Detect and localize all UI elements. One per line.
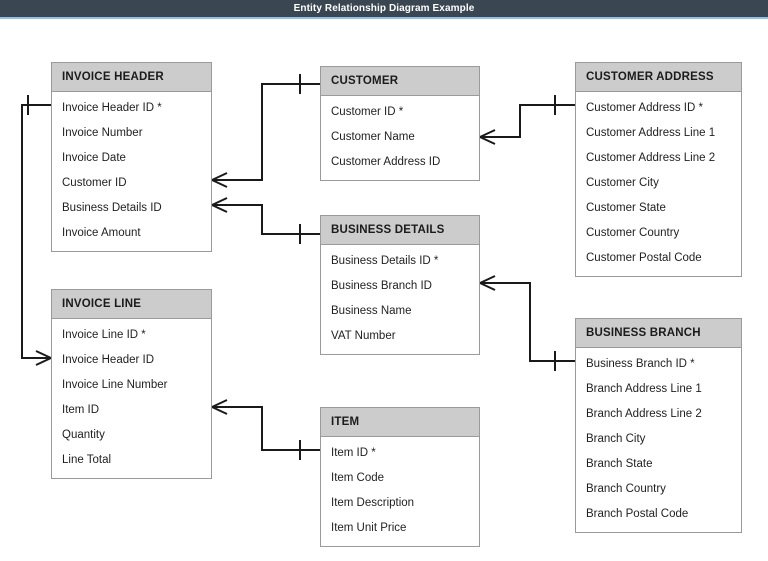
entity-attribute: Branch Country [586, 483, 666, 495]
entity-invoice-header[interactable]: INVOICE HEADER Invoice Header ID * Invoi… [51, 62, 212, 252]
entity-attribute: Customer Country [586, 227, 680, 239]
connector-header-to-business-details [211, 197, 320, 244]
entity-attribute: VAT Number [331, 330, 396, 342]
entity-attribute: Customer City [586, 177, 659, 189]
entity-title: CUSTOMER ADDRESS [576, 63, 741, 92]
entity-attribute: Customer Address Line 1 [586, 127, 716, 139]
entity-attribute: Invoice Line Number [62, 379, 168, 391]
entity-attribute: Business Branch ID [331, 280, 432, 292]
diagram-canvas: INVOICE HEADER Invoice Header ID * Invoi… [0, 21, 768, 561]
connector-customer-to-address [479, 95, 575, 145]
entity-attribute-list: Business Details ID * Business Branch ID… [321, 245, 479, 354]
entity-attribute: Invoice Date [62, 152, 126, 164]
entity-attribute: Customer State [586, 202, 666, 214]
entity-attribute: Invoice Line ID * [62, 329, 146, 341]
entity-attribute: Branch Address Line 1 [586, 383, 702, 395]
entity-attribute: Customer Postal Code [586, 252, 702, 264]
entity-customer-address[interactable]: CUSTOMER ADDRESS Customer Address ID * C… [575, 62, 742, 277]
connector-business-details-to-branch [479, 275, 575, 371]
connector-header-to-line [21, 95, 52, 366]
entity-title: INVOICE LINE [52, 290, 211, 319]
entity-attribute: Business Name [331, 305, 412, 317]
entity-attribute: Customer Name [331, 131, 415, 143]
entity-attribute: Invoice Amount [62, 227, 141, 239]
entity-attribute: Line Total [62, 454, 112, 466]
entity-attribute: Customer Address ID * [586, 102, 703, 114]
entity-title: BUSINESS DETAILS [321, 216, 479, 245]
entity-attribute-list: Customer Address ID * Customer Address L… [576, 92, 741, 276]
page-title: Entity Relationship Diagram Example [293, 3, 475, 14]
window-titlebar: Entity Relationship Diagram Example [0, 0, 768, 19]
entity-attribute-list: Item ID * Item Code Item Description Ite… [321, 437, 479, 546]
entity-attribute: Customer ID [62, 177, 127, 189]
entity-attribute-list: Customer ID * Customer Name Customer Add… [321, 96, 479, 180]
entity-attribute: Invoice Header ID [62, 354, 155, 366]
connector-header-to-customer [211, 74, 320, 188]
entity-title: BUSINESS BRANCH [576, 319, 741, 348]
entity-business-branch[interactable]: BUSINESS BRANCH Business Branch ID * Bra… [575, 318, 742, 533]
entity-attribute: Branch State [586, 458, 653, 470]
entity-attribute: Business Branch ID * [586, 358, 695, 370]
entity-attribute: Item ID * [331, 447, 376, 459]
entity-attribute: Quantity [62, 429, 105, 441]
entity-attribute: Item Code [331, 472, 385, 484]
entity-title: CUSTOMER [321, 67, 479, 96]
entity-attribute: Branch City [586, 433, 646, 445]
entity-attribute: Business Details ID [62, 202, 162, 214]
entity-attribute-list: Invoice Header ID * Invoice Number Invoi… [52, 92, 211, 251]
entity-attribute-list: Business Branch ID * Branch Address Line… [576, 348, 741, 532]
entity-attribute: Branch Postal Code [586, 508, 689, 520]
entity-title: INVOICE HEADER [52, 63, 211, 92]
entity-attribute: Customer Address Line 2 [586, 152, 716, 164]
entity-attribute: Item Description [331, 497, 415, 509]
entity-title: ITEM [321, 408, 479, 437]
entity-customer[interactable]: CUSTOMER Customer ID * Customer Name Cus… [320, 66, 480, 181]
connector-line-to-item [211, 399, 320, 460]
entity-attribute: Item Unit Price [331, 522, 407, 534]
entity-attribute: Business Details ID * [331, 255, 439, 267]
entity-attribute: Branch Address Line 2 [586, 408, 702, 420]
entity-attribute: Customer Address ID [331, 156, 441, 168]
entity-attribute: Item ID [62, 404, 100, 416]
entity-business-details[interactable]: BUSINESS DETAILS Business Details ID * B… [320, 215, 480, 355]
entity-attribute: Customer ID * [331, 106, 404, 118]
entity-invoice-line[interactable]: INVOICE LINE Invoice Line ID * Invoice H… [51, 289, 212, 479]
entity-attribute-list: Invoice Line ID * Invoice Header ID Invo… [52, 319, 211, 478]
entity-attribute: Invoice Number [62, 127, 143, 139]
entity-item[interactable]: ITEM Item ID * Item Code Item Descriptio… [320, 407, 480, 547]
entity-attribute: Invoice Header ID * [62, 102, 162, 114]
